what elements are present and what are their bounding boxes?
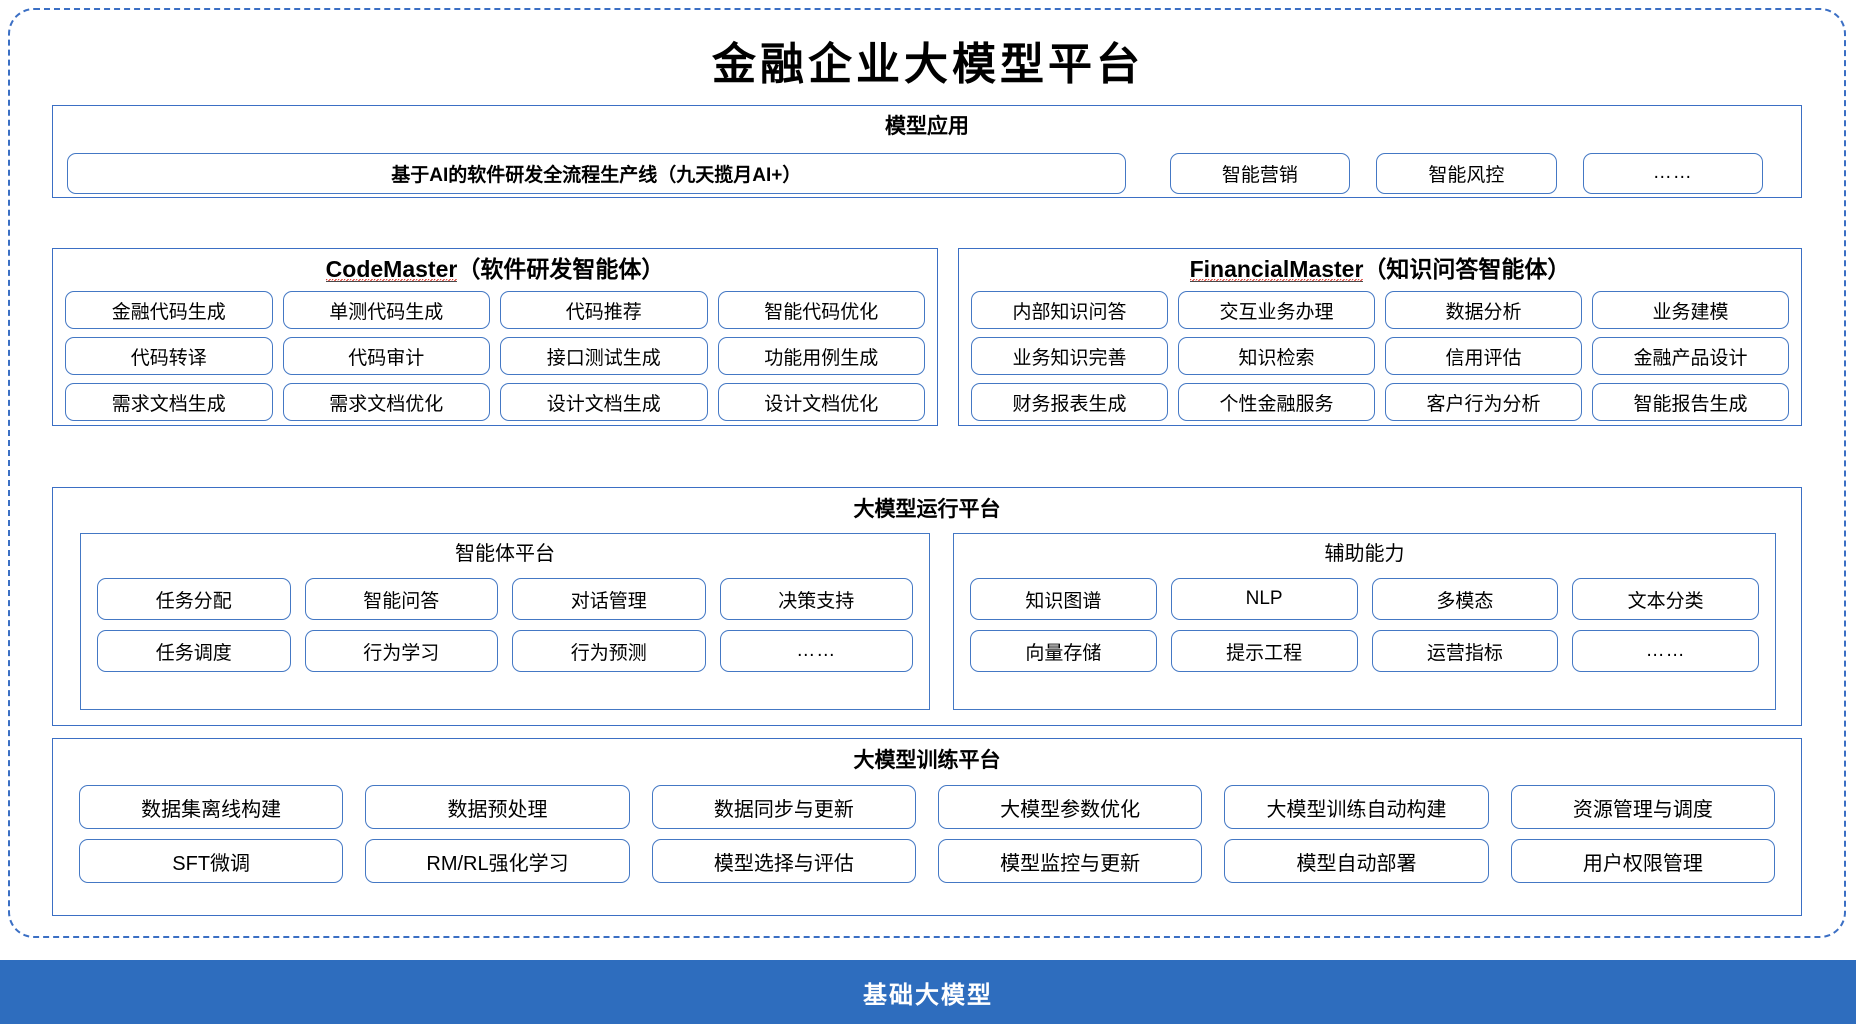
capability-card[interactable]: 智能报告生成 (1592, 383, 1789, 421)
auxiliary-ability-grid: 知识图谱 NLP 多模态 文本分类 向量存储 提示工程 运营指标 …… (954, 578, 1775, 672)
runtime-card[interactable]: 向量存储 (970, 630, 1157, 672)
capability-card[interactable]: 功能用例生成 (717, 337, 925, 375)
capability-card[interactable]: 需求文档优化 (282, 383, 490, 421)
training-card[interactable]: 用户权限管理 (1510, 839, 1775, 883)
capability-card[interactable]: 金融代码生成 (65, 291, 273, 329)
capability-card[interactable]: 金融产品设计 (1592, 337, 1789, 375)
runtime-card-more[interactable]: …… (719, 630, 913, 672)
runtime-card[interactable]: 行为预测 (512, 630, 706, 672)
capability-card[interactable]: 接口测试生成 (500, 337, 708, 375)
training-platform-section: 大模型训练平台 数据集离线构建 数据预处理 数据同步与更新 大模型参数优化 大模… (52, 738, 1802, 916)
financialmaster-suffix: （知识问答智能体） (1363, 256, 1571, 282)
auxiliary-ability-group: 辅助能力 知识图谱 NLP 多模态 文本分类 向量存储 提示工程 运营指标 …… (953, 533, 1776, 710)
agent-platform-grid: 任务分配 智能问答 对话管理 决策支持 任务调度 行为学习 行为预测 …… (81, 578, 929, 672)
financialmaster-agent-section: FinancialMaster（知识问答智能体） 内部知识问答 交互业务办理 数… (958, 248, 1802, 426)
capability-card[interactable]: 代码审计 (282, 337, 490, 375)
capability-card[interactable]: 客户行为分析 (1385, 383, 1582, 421)
capability-card[interactable]: 需求文档生成 (65, 383, 273, 421)
training-card[interactable]: 模型选择与评估 (651, 839, 916, 883)
runtime-card[interactable]: 知识图谱 (970, 578, 1157, 620)
capability-card[interactable]: 业务知识完善 (971, 337, 1168, 375)
app-card-more[interactable]: …… (1582, 152, 1764, 194)
model-application-section: 模型应用 基于AI的软件研发全流程生产线（九天揽月AI+） 智能营销 智能风控 … (52, 105, 1802, 198)
capability-card[interactable]: 内部知识问答 (971, 291, 1168, 329)
capability-card[interactable]: 个性金融服务 (1178, 383, 1375, 421)
capability-card[interactable]: 交互业务办理 (1178, 291, 1375, 329)
agent-platform-group: 智能体平台 任务分配 智能问答 对话管理 决策支持 任务调度 行为学习 行为预测… (80, 533, 930, 710)
codemaster-agent-section: CodeMaster（软件研发智能体） 金融代码生成 单测代码生成 代码推荐 智… (52, 248, 938, 426)
training-card[interactable]: 数据预处理 (365, 785, 630, 829)
runtime-card[interactable]: NLP (1170, 578, 1358, 620)
outer-dashed-frame (8, 8, 1846, 938)
runtime-card[interactable]: 提示工程 (1170, 630, 1358, 672)
auxiliary-ability-group-title: 辅助能力 (1324, 543, 1405, 565)
training-card[interactable]: 模型监控与更新 (938, 839, 1203, 883)
training-card[interactable]: 数据同步与更新 (651, 785, 916, 829)
codemaster-capability-grid: 金融代码生成 单测代码生成 代码推荐 智能代码优化 代码转译 代码审计 接口测试… (53, 291, 937, 421)
runtime-platform-section: 大模型运行平台 智能体平台 任务分配 智能问答 对话管理 决策支持 任务调度 行… (52, 487, 1802, 726)
runtime-card-more[interactable]: …… (1572, 630, 1759, 672)
training-card[interactable]: 大模型参数优化 (938, 785, 1203, 829)
foundation-model-bar: 基础大模型 (0, 960, 1856, 1024)
runtime-card[interactable]: 任务调度 (97, 630, 291, 672)
training-card[interactable]: 大模型训练自动构建 (1224, 785, 1489, 829)
codemaster-title: CodeMaster（软件研发智能体） (53, 256, 937, 282)
capability-card[interactable]: 代码转译 (65, 337, 273, 375)
codemaster-name: CodeMaster (325, 256, 458, 282)
page-title: 金融企业大模型平台 (712, 40, 1144, 89)
capability-card[interactable]: 单测代码生成 (282, 291, 490, 329)
capability-card[interactable]: 代码推荐 (500, 291, 708, 329)
app-card-marketing[interactable]: 智能营销 (1169, 152, 1351, 194)
agent-platform-group-title: 智能体平台 (455, 543, 555, 565)
capability-card[interactable]: 数据分析 (1385, 291, 1582, 329)
runtime-card[interactable]: 决策支持 (719, 578, 913, 620)
capability-card[interactable]: 设计文档生成 (500, 383, 708, 421)
financialmaster-title: FinancialMaster（知识问答智能体） (959, 256, 1801, 282)
training-capability-grid: 数据集离线构建 数据预处理 数据同步与更新 大模型参数优化 大模型训练自动构建 … (53, 785, 1801, 883)
model-application-row: 基于AI的软件研发全流程生产线（九天揽月AI+） 智能营销 智能风控 …… (53, 151, 1803, 195)
runtime-platform-title: 大模型运行平台 (853, 498, 1001, 521)
training-card[interactable]: 模型自动部署 (1224, 839, 1489, 883)
capability-card[interactable]: 业务建模 (1592, 291, 1789, 329)
training-platform-title: 大模型训练平台 (853, 749, 1001, 772)
runtime-card[interactable]: 运营指标 (1371, 630, 1559, 672)
model-application-title: 模型应用 (885, 115, 969, 138)
training-card[interactable]: RM/RL强化学习 (365, 839, 630, 883)
training-card[interactable]: SFT微调 (79, 839, 344, 883)
capability-card[interactable]: 财务报表生成 (971, 383, 1168, 421)
codemaster-suffix: （软件研发智能体） (457, 256, 665, 282)
runtime-card[interactable]: 多模态 (1371, 578, 1559, 620)
capability-card[interactable]: 信用评估 (1385, 337, 1582, 375)
training-card[interactable]: 数据集离线构建 (79, 785, 344, 829)
capability-card[interactable]: 知识检索 (1178, 337, 1375, 375)
pipeline-card[interactable]: 基于AI的软件研发全流程生产线（九天揽月AI+） (67, 152, 1126, 194)
training-card[interactable]: 资源管理与调度 (1510, 785, 1775, 829)
financialmaster-capability-grid: 内部知识问答 交互业务办理 数据分析 业务建模 业务知识完善 知识检索 信用评估… (959, 291, 1801, 421)
capability-card[interactable]: 设计文档优化 (717, 383, 925, 421)
app-card-risk-control[interactable]: 智能风控 (1376, 152, 1557, 194)
runtime-card[interactable]: 对话管理 (512, 578, 706, 620)
runtime-card[interactable]: 智能问答 (304, 578, 498, 620)
foundation-model-label: 基础大模型 (863, 981, 993, 1009)
capability-card[interactable]: 智能代码优化 (717, 291, 925, 329)
runtime-card[interactable]: 行为学习 (304, 630, 498, 672)
runtime-card[interactable]: 文本分类 (1572, 578, 1759, 620)
financialmaster-name: FinancialMaster (1189, 256, 1364, 282)
runtime-card[interactable]: 任务分配 (97, 578, 291, 620)
